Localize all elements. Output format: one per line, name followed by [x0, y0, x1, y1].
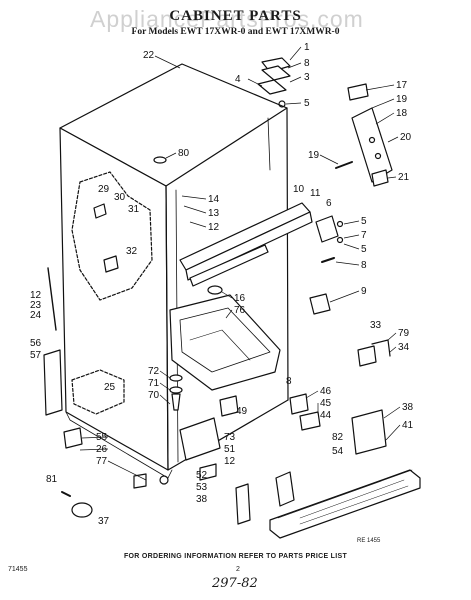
callout-54: 54	[332, 446, 344, 457]
page-title: CABINET PARTS	[169, 8, 302, 24]
callout-79: 79	[398, 328, 410, 339]
callout-45: 45	[320, 398, 332, 409]
page-subtitle: For Models EWT 17XWR-0 and EWT 17XMWR-0	[131, 27, 340, 37]
callout-1: 1	[304, 42, 310, 53]
cabinet-bottom-edge	[65, 411, 173, 479]
callout-5b: 5	[361, 216, 367, 227]
callout-51: 51	[224, 444, 236, 455]
handwritten-note: 297-82	[212, 576, 258, 591]
callout-19a: 19	[396, 94, 408, 105]
callout-5: 5	[304, 98, 310, 109]
callout-13: 13	[208, 208, 220, 219]
callout-4: 4	[235, 74, 241, 85]
callout-34: 34	[398, 342, 410, 353]
bracket	[309, 293, 331, 315]
crisper-pan	[169, 294, 281, 391]
callout-12b: 12	[30, 290, 42, 301]
callout-41: 41	[402, 420, 414, 431]
divider-bar	[185, 211, 313, 281]
callout-14: 14	[208, 194, 220, 205]
callout-38b: 38	[196, 494, 208, 505]
callout-71: 71	[148, 378, 160, 389]
callout-22: 22	[143, 50, 155, 61]
callout-21: 21	[398, 172, 410, 183]
cord	[47, 267, 57, 331]
callout-44: 44	[320, 410, 332, 421]
bracket-33	[357, 345, 377, 367]
callout-32: 32	[126, 246, 138, 257]
lower-divider	[189, 244, 269, 287]
ordering-footer: FOR ORDERING INFORMATION REFER TO PARTS …	[123, 553, 348, 560]
callout-6: 6	[326, 198, 332, 209]
callout-57: 57	[30, 350, 42, 361]
callout-7: 7	[361, 230, 367, 241]
callout-16: 16	[234, 293, 246, 304]
watermark: AppliancePartsPros.com	[90, 6, 364, 32]
page-number: 2	[236, 566, 240, 573]
callout-33: 33	[370, 320, 382, 331]
callout-12a: 12	[208, 222, 220, 233]
callout-9: 9	[361, 286, 367, 297]
callout-49: 49	[236, 406, 248, 417]
callout-20: 20	[400, 132, 412, 143]
bottom-bracket	[179, 417, 221, 461]
callout-82: 82	[332, 432, 344, 443]
callout-38a: 38	[402, 402, 414, 413]
callout-11: 11	[310, 188, 321, 199]
callout-18: 18	[396, 108, 408, 119]
callout-77: 77	[96, 456, 108, 467]
hinge-plate	[351, 107, 393, 183]
callout-31: 31	[128, 204, 140, 215]
callout-53: 53	[196, 482, 208, 493]
cutout-25	[71, 369, 125, 415]
callout-23: 23	[30, 300, 42, 311]
callout-76: 76	[234, 305, 246, 316]
cutout-area	[71, 171, 153, 301]
caster	[71, 502, 93, 518]
callout-17: 17	[396, 80, 408, 91]
callout-25: 25	[104, 382, 116, 393]
center-hinge	[315, 215, 339, 243]
callout-3: 3	[304, 72, 310, 83]
callout-5c: 5	[361, 244, 367, 255]
callout-29: 29	[98, 184, 110, 195]
ref-code: RE 1455	[357, 538, 381, 544]
cabinet-rear-edge	[286, 107, 289, 401]
document-code: 71455	[8, 566, 28, 573]
left-bracket	[43, 349, 63, 416]
callout-8b: 8	[361, 260, 367, 271]
toe-grille	[269, 469, 421, 539]
callout-81: 81	[46, 474, 58, 485]
callout-56: 56	[30, 338, 42, 349]
callout-80: 80	[178, 148, 190, 159]
bracket-38-right	[351, 409, 387, 455]
cabinet-flange	[267, 117, 271, 171]
bracket-38-left	[235, 483, 251, 525]
callout-19b: 19	[308, 150, 320, 161]
callout-73: 73	[224, 432, 236, 443]
callout-30: 30	[114, 192, 126, 203]
callout-52: 52	[196, 470, 208, 481]
callout-72: 72	[148, 366, 160, 377]
callout-8c: 8	[286, 376, 292, 387]
callout-10: 10	[293, 184, 305, 195]
callout-12c: 12	[224, 456, 236, 467]
callout-70: 70	[148, 390, 160, 401]
callout-46: 46	[320, 386, 332, 397]
callout-37: 37	[98, 516, 110, 527]
callout-24: 24	[30, 310, 42, 321]
callout-8: 8	[304, 58, 310, 69]
